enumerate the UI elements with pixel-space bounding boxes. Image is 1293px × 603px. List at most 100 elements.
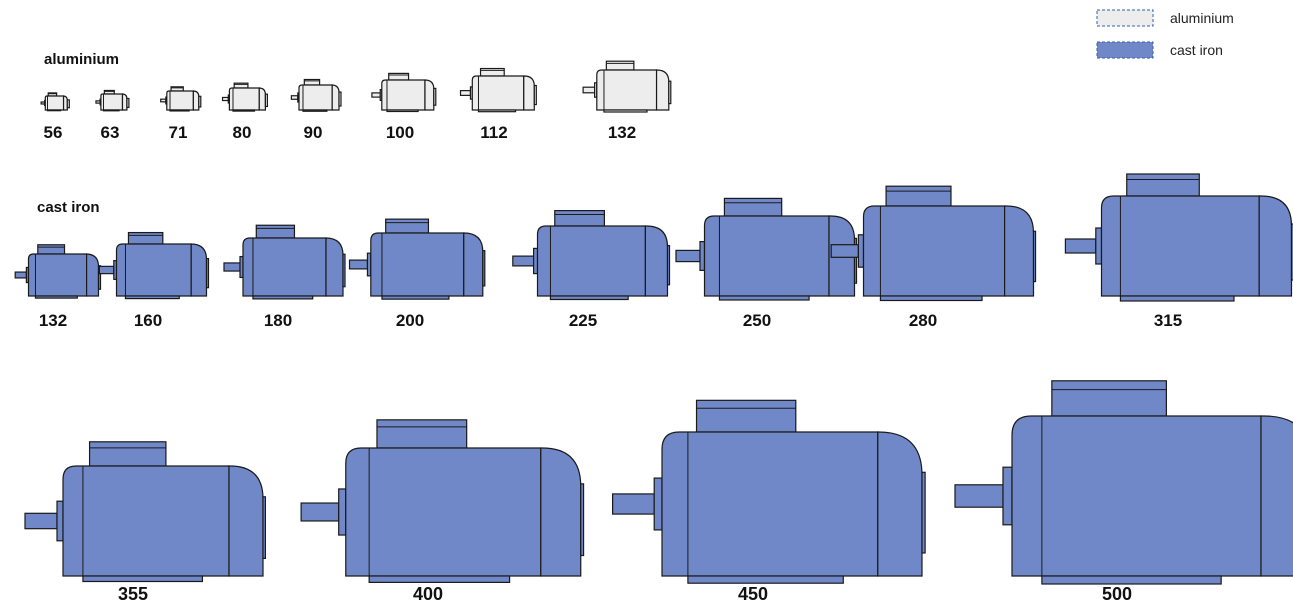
- motor-aluminium-90-housing: [298, 84, 333, 111]
- group-title-cast-iron: cast iron: [37, 199, 100, 216]
- motor-cast-iron-200-shaft: [348, 259, 369, 270]
- motor-cast-iron-500: [954, 380, 1293, 585]
- frame-label-cast-iron-280: 280: [909, 311, 937, 330]
- frame-label-aluminium-132: 132: [608, 123, 636, 142]
- motor-cast-iron-355-feet: [82, 575, 204, 583]
- motor-aluminium-90-fan-cover: [331, 84, 340, 111]
- motor-cast-iron-355-shaft: [24, 512, 58, 530]
- motor-cast-iron-280-shaft: [830, 244, 860, 258]
- motor-aluminium-112-feet: [477, 109, 517, 113]
- motor-cast-iron-450-housing: [661, 431, 879, 577]
- motor-aluminium-71: [160, 86, 202, 112]
- frame-label-aluminium-112: 112: [480, 123, 507, 142]
- motor-aluminium-56-housing: [44, 95, 65, 111]
- motor-aluminium-71-housing: [166, 90, 194, 111]
- motor-cast-iron-355-terminal-box: [88, 441, 167, 467]
- motor-cast-iron-132-fan-cover: [85, 253, 100, 297]
- motor-cast-iron-315-terminal-box: [1126, 173, 1200, 197]
- motor-cast-iron-225-terminal-box: [554, 210, 605, 227]
- motor-cast-iron-500-fan-cover: [1260, 415, 1293, 577]
- motor-cast-iron-280-housing: [862, 205, 1006, 297]
- motor-cast-iron-355-fan-cover: [228, 465, 264, 577]
- motor-aluminium-80-feet: [232, 109, 256, 112]
- motor-aluminium-132: [582, 60, 672, 113]
- motor-aluminium-71-feet: [169, 109, 190, 112]
- frame-label-cast-iron-250: 250: [743, 311, 771, 330]
- motor-aluminium-71-fan-cover: [192, 90, 200, 111]
- motor-aluminium-80-housing: [228, 87, 260, 111]
- motor-cast-iron-400-shaft: [300, 502, 340, 522]
- motor-cast-iron-200: [348, 218, 486, 300]
- motor-cast-iron-250-shaft: [675, 249, 701, 263]
- motor-cast-iron-200-feet: [381, 295, 450, 300]
- frame-label-cast-iron-315: 315: [1154, 311, 1182, 330]
- motor-cast-iron-500-housing: [1011, 415, 1262, 577]
- motor-aluminium-132-fan-cover: [655, 69, 670, 111]
- frame-label-aluminium-63: 63: [101, 123, 120, 142]
- frame-label-cast-iron-450: 450: [738, 584, 768, 603]
- motor-cast-iron-160-shaft: [98, 265, 115, 275]
- motor-aluminium-90-shaft: [290, 95, 299, 100]
- motor-aluminium-112: [459, 67, 537, 113]
- motor-cast-iron-315: [1064, 173, 1293, 302]
- motor-cast-iron-280-flange: [857, 234, 865, 268]
- motor-cast-iron-250: [675, 197, 858, 301]
- motor-cast-iron-132: [14, 244, 102, 299]
- motor-aluminium-112-shaft: [459, 90, 472, 96]
- frame-label-aluminium-71: 71: [169, 123, 188, 142]
- motor-cast-iron-180: [223, 224, 346, 300]
- motor-cast-iron-160-terminal-box: [127, 231, 164, 245]
- motor-cast-iron-200-fan-cover: [463, 232, 484, 297]
- motor-aluminium-71-shaft: [160, 98, 167, 103]
- frame-label-cast-iron-225: 225: [569, 311, 597, 330]
- motor-cast-iron-132-feet: [34, 295, 78, 299]
- motor-aluminium-80: [221, 82, 268, 112]
- motor-aluminium-63: [95, 89, 130, 112]
- motor-aluminium-90: [290, 78, 342, 112]
- motor-cast-iron-500-shaft: [954, 484, 1004, 508]
- motor-aluminium-112-housing: [471, 75, 525, 111]
- motor-cast-iron-400-housing: [345, 447, 542, 577]
- frame-label-cast-iron-200: 200: [396, 311, 424, 330]
- motor-cast-iron-450-feet: [687, 575, 844, 584]
- motor-aluminium-56-feet: [46, 109, 62, 112]
- motor-cast-iron-280-feet: [879, 295, 983, 302]
- motor-cast-iron-500-flange: [1002, 466, 1013, 526]
- motor-cast-iron-450-flange: [653, 477, 663, 531]
- legend-label-aluminium: aluminium: [1170, 10, 1234, 26]
- motor-cast-iron-400-fan-cover: [540, 447, 582, 577]
- motor-cast-iron-450: [611, 399, 926, 584]
- motor-cast-iron-132-shaft: [14, 271, 27, 279]
- motor-aluminium-63-fan-cover: [121, 93, 128, 111]
- motor-cast-iron-315-shaft: [1064, 238, 1097, 254]
- motor-cast-iron-450-fan-cover: [877, 431, 923, 577]
- motor-cast-iron-280-fan-cover: [1004, 205, 1035, 297]
- frame-label-cast-iron-400: 400: [413, 584, 443, 603]
- motor-aluminium-132-terminal-box: [605, 60, 635, 71]
- motor-aluminium-100-feet: [386, 109, 419, 113]
- motor-cast-iron-400: [300, 419, 585, 584]
- motor-aluminium-100-housing: [381, 79, 426, 111]
- motor-aluminium-132-shaft: [582, 86, 596, 94]
- frame-label-cast-iron-160: 160: [134, 311, 162, 330]
- frame-label-cast-iron-500: 500: [1102, 584, 1132, 603]
- motor-cast-iron-500-feet: [1041, 575, 1222, 585]
- frame-label-aluminium-56: 56: [44, 123, 63, 142]
- frame-label-cast-iron-132: 132: [39, 311, 67, 330]
- motor-cast-iron-250-flange: [699, 241, 706, 272]
- motor-aluminium-63-feet: [102, 109, 120, 112]
- motor-cast-iron-315-housing: [1100, 195, 1260, 297]
- motor-cast-iron-180-shaft: [223, 262, 241, 272]
- motor-aluminium-80-fan-cover: [258, 87, 266, 111]
- motor-cast-iron-180-feet: [252, 295, 314, 300]
- motor-cast-iron-315-feet: [1119, 295, 1235, 302]
- motor-aluminium-56: [40, 92, 70, 112]
- motor-aluminium-63-housing: [100, 93, 124, 111]
- motor-aluminium-56-fan-cover: [62, 95, 68, 111]
- motor-cast-iron-450-shaft: [611, 493, 655, 515]
- frame-label-aluminium-100: 100: [386, 123, 414, 142]
- legend-swatch-cast-iron: [1096, 41, 1154, 59]
- motor-cast-iron-160-fan-cover: [190, 243, 208, 297]
- frame-label-cast-iron-180: 180: [264, 311, 292, 330]
